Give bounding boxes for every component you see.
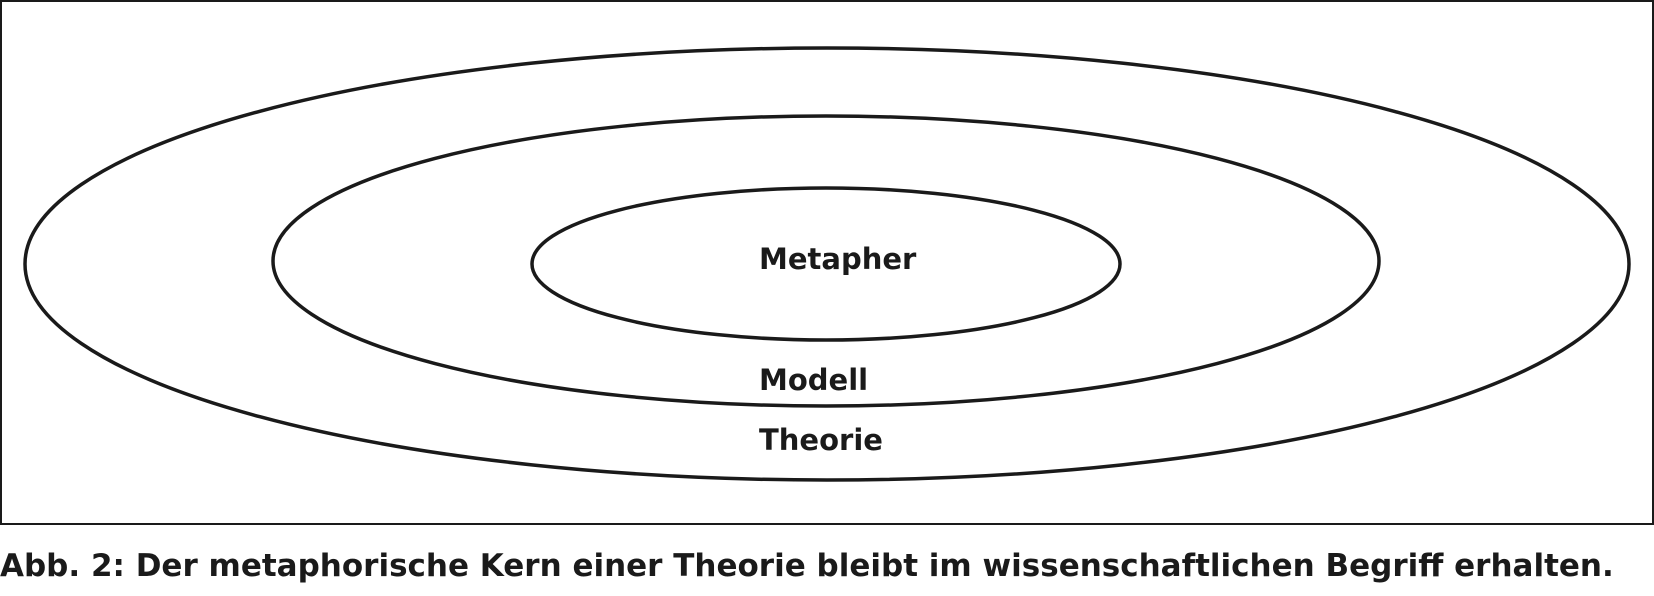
figure-caption: Abb. 2: Der metaphorische Kern einer The… [0,548,1614,584]
diagram-figure: Metapher Modell Theorie [0,0,1654,525]
figure-frame [0,0,1654,525]
concentric-ellipses-diagram: Metapher Modell Theorie [0,0,1654,525]
metapher-ellipse [530,186,1122,342]
modell-ellipse [271,114,1381,408]
theorie-ellipse [23,46,1631,482]
theorie-label: Theorie [759,423,883,457]
modell-label: Modell [759,363,868,397]
metapher-label: Metapher [759,242,917,276]
